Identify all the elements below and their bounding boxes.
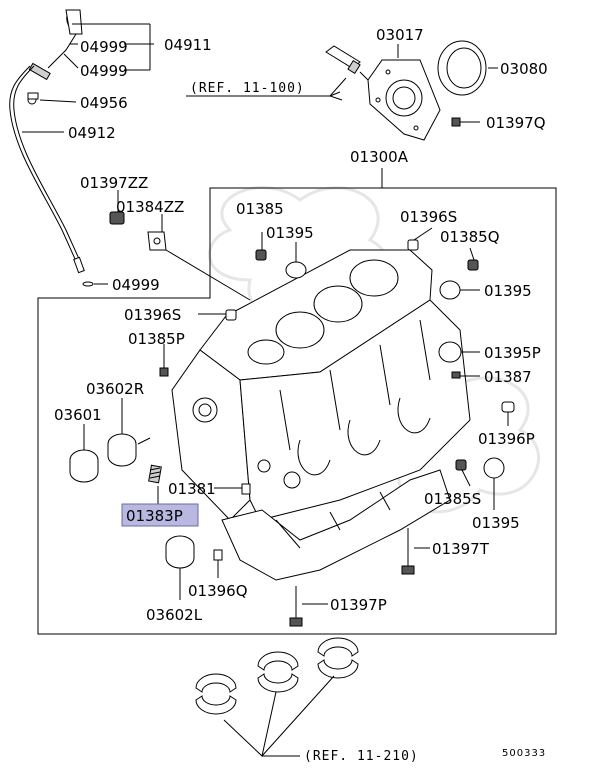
thrust-bearing-03602L <box>165 535 195 569</box>
bearing-03601 <box>69 449 99 483</box>
label-01396S-left: 01396S <box>124 306 181 324</box>
diagram-code: 500333 <box>502 748 546 759</box>
sealant-tube <box>325 45 369 81</box>
label-01396Q: 01396Q <box>188 582 248 600</box>
ref-top: (REF. 11-100) <box>190 81 305 96</box>
label-01385: 01385 <box>236 200 284 218</box>
label-01397P: 01397P <box>330 596 387 614</box>
parts-right <box>159 239 515 627</box>
label-03602R: 03602R <box>86 380 144 398</box>
label-01385S: 01385S <box>424 490 481 508</box>
main-assembly-frame <box>37 187 557 635</box>
ref-bottom: (REF. 11-210) <box>304 749 419 764</box>
label-01385Q: 01385Q <box>440 228 500 246</box>
label-01397Q: 01397Q <box>486 114 546 132</box>
label-01395P: 01395P <box>484 344 541 362</box>
label-04999-upper: 04999 <box>80 38 128 56</box>
highlight-01383P <box>121 503 199 527</box>
stud-01383P <box>148 464 162 484</box>
label-01396S-top: 01396S <box>400 208 457 226</box>
leader-ref-bottom-b <box>261 675 335 757</box>
label-04912: 04912 <box>68 124 116 142</box>
label-04956: 04956 <box>80 94 128 112</box>
bolt-01397ZZ <box>109 190 125 225</box>
engine-block <box>171 249 471 581</box>
label-03602L: 03602L <box>146 606 203 624</box>
arrow-ref-top <box>328 91 343 101</box>
rear-oil-seal <box>437 40 487 96</box>
leader-03602R <box>137 437 151 445</box>
label-01384ZZ: 01384ZZ <box>116 198 184 216</box>
label-04911: 04911 <box>164 36 212 54</box>
thrust-bearing-03602R <box>107 433 137 467</box>
label-01395-bottom: 01395 <box>472 514 520 532</box>
dipstick-assembly <box>9 9 94 287</box>
label-04999-tip: 04999 <box>112 276 160 294</box>
leader-01385S <box>461 469 471 487</box>
label-01395-right: 01395 <box>484 282 532 300</box>
rear-seal-case <box>367 59 441 141</box>
label-01397ZZ: 01397ZZ <box>80 174 148 192</box>
label-04999-lower: 04999 <box>80 62 128 80</box>
label-01395-top: 01395 <box>266 224 314 242</box>
label-01385P: 01385P <box>128 330 185 348</box>
label-03017: 03017 <box>376 26 424 44</box>
leader-04999b <box>63 53 79 69</box>
label-03601: 03601 <box>54 406 102 424</box>
label-03080: 03080 <box>500 60 548 78</box>
leader-01385Q <box>469 247 475 261</box>
label-01396P: 01396P <box>478 430 535 448</box>
bolt-01397Q <box>451 117 480 127</box>
label-01381: 01381 <box>168 480 216 498</box>
label-01300A: 01300A <box>350 148 409 166</box>
bearing-shells <box>195 637 359 715</box>
label-01383P: 01383P <box>126 507 183 525</box>
label-01397T: 01397T <box>432 540 490 558</box>
bracket-01384ZZ <box>147 231 251 301</box>
leader-04956 <box>39 99 77 103</box>
leader-01396S-a <box>413 227 433 241</box>
label-01387: 01387 <box>484 368 532 386</box>
